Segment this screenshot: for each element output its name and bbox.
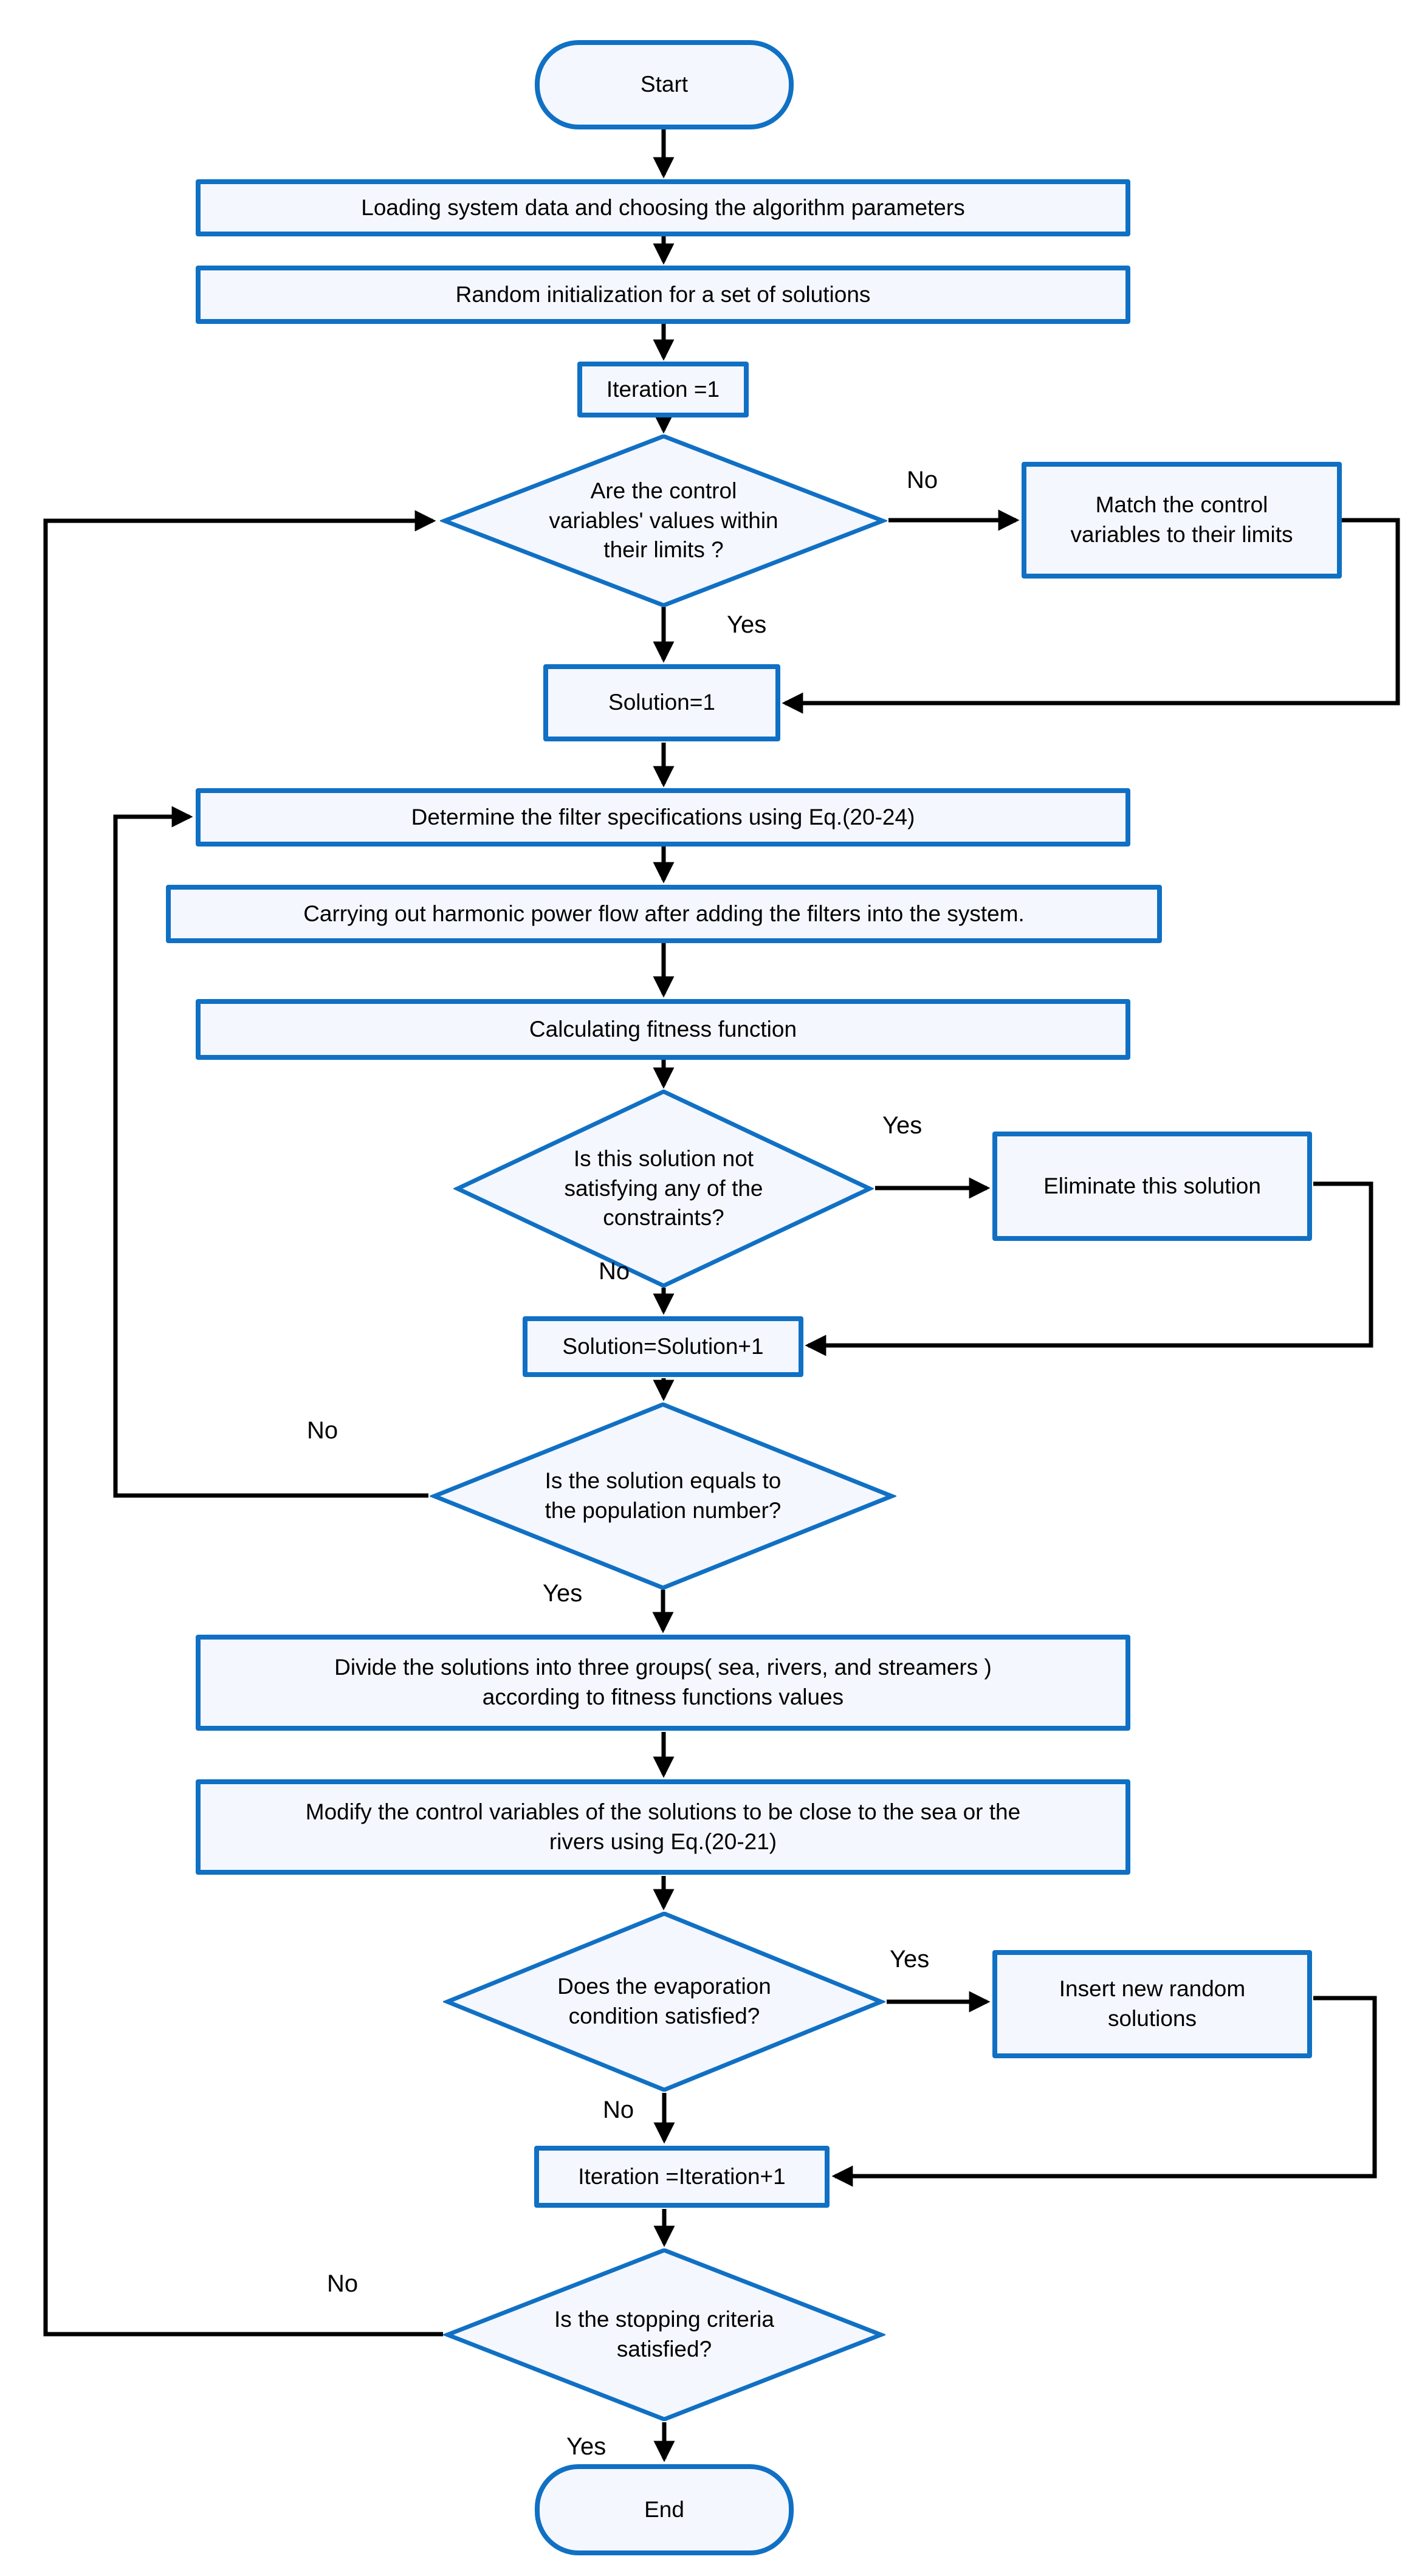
node-eliminate-solution: Eliminate this solution <box>992 1132 1312 1241</box>
diamond-shape <box>453 1090 874 1288</box>
diamond-shape <box>443 2248 885 2421</box>
node-eliminate-solution-label: Eliminate this solution <box>1043 1173 1261 1198</box>
edge-label-d1-yes: Yes <box>727 611 767 638</box>
edge-label-d2-yes: Yes <box>882 1112 923 1139</box>
node-solution-1-label: Solution=1 <box>608 690 715 715</box>
node-iteration-increment: Iteration =Iteration+1 <box>534 2146 830 2208</box>
diamond-shape <box>440 434 887 607</box>
decision-population-number: Is the solution equals to the population… <box>430 1403 896 1590</box>
decision-control-variables-limits: Are the control variables' values within… <box>440 434 887 607</box>
node-match-control-variables-label: Match the control variables to their lim… <box>1070 492 1293 547</box>
node-divide-solutions: Divide the solutions into three groups( … <box>196 1635 1130 1731</box>
edge-label-d4-no: No <box>603 2097 634 2123</box>
edge-label-d3-no: No <box>307 1417 338 1444</box>
node-divide-solutions-label: Divide the solutions into three groups( … <box>334 1655 992 1709</box>
decision-constraints: Is this solution not satisfying any of t… <box>453 1090 874 1288</box>
edge-label-d5-yes: Yes <box>566 2433 606 2460</box>
diamond-shape <box>430 1403 896 1590</box>
decision-constraints-label: Is this solution not satisfying any of t… <box>564 1145 763 1231</box>
node-loading-data-label: Loading system data and choosing the alg… <box>361 194 965 220</box>
decision-evaporation: Does the evaporation condition satisfied… <box>443 1912 885 2092</box>
edge-eliminate-solplus-loop <box>805 1181 1373 1356</box>
edge-label-d3-yes: Yes <box>543 1580 583 1607</box>
node-solution-increment-label: Solution=Solution+1 <box>562 1333 764 1359</box>
decision-stopping-criteria: Is the stopping criteria satisfied? <box>443 2248 885 2421</box>
decision-population-number-label: Is the solution equals to the population… <box>545 1468 782 1523</box>
node-calc-fitness: Calculating fitness function <box>196 999 1130 1060</box>
decision-control-variables-limits-label: Are the control variables' values within… <box>549 478 778 563</box>
node-determine-filter-specs: Determine the filter specifications usin… <box>196 788 1130 847</box>
edge-label-d2-no: No <box>599 1258 630 1285</box>
node-iteration-1-label: Iteration =1 <box>606 376 720 402</box>
edge-label-d4-yes: Yes <box>890 1946 930 1973</box>
node-determine-filter-specs-label: Determine the filter specifications usin… <box>411 804 915 829</box>
node-harmonic-power-flow-label: Carrying out harmonic power flow after a… <box>303 901 1025 926</box>
node-start: Start <box>535 40 794 129</box>
edge-match-sol1-loop <box>782 518 1400 714</box>
decision-evaporation-label: Does the evaporation condition satisfied… <box>557 1974 771 2028</box>
diamond-shape <box>443 1912 885 2092</box>
edge-d5-d1-no-loop <box>43 510 443 2337</box>
node-random-init: Random initialization for a set of solut… <box>196 266 1130 324</box>
node-start-label: Start <box>640 72 689 97</box>
node-match-control-variables: Match the control variables to their lim… <box>1022 462 1342 579</box>
decision-stopping-criteria-label: Is the stopping criteria satisfied? <box>554 2307 774 2361</box>
node-harmonic-power-flow: Carrying out harmonic power flow after a… <box>166 885 1162 943</box>
node-modify-control-variables: Modify the control variables of the solu… <box>196 1779 1130 1875</box>
node-iteration-increment-label: Iteration =Iteration+1 <box>578 2163 786 2189</box>
node-solution-1: Solution=1 <box>543 664 780 741</box>
node-insert-random-solutions-label: Insert new random solutions <box>1059 1976 1246 2031</box>
node-solution-increment: Solution=Solution+1 <box>523 1316 803 1377</box>
node-random-init-label: Random initialization for a set of solut… <box>455 281 871 307</box>
node-insert-random-solutions: Insert new random solutions <box>992 1950 1312 2058</box>
node-loading-data: Loading system data and choosing the alg… <box>196 179 1130 236</box>
edge-label-d5-no: No <box>327 2270 359 2297</box>
edge-insert-iterplus-loop <box>831 1996 1377 2187</box>
edge-label-d1-no: No <box>907 467 938 493</box>
node-modify-control-variables-label: Modify the control variables of the solu… <box>305 1799 1021 1854</box>
node-calc-fitness-label: Calculating fitness function <box>529 1016 797 1042</box>
node-iteration-1: Iteration =1 <box>577 362 749 417</box>
node-end-label: End <box>644 2496 684 2522</box>
node-end: End <box>535 2464 794 2555</box>
edge-d3-determine-no-loop <box>113 806 428 1498</box>
